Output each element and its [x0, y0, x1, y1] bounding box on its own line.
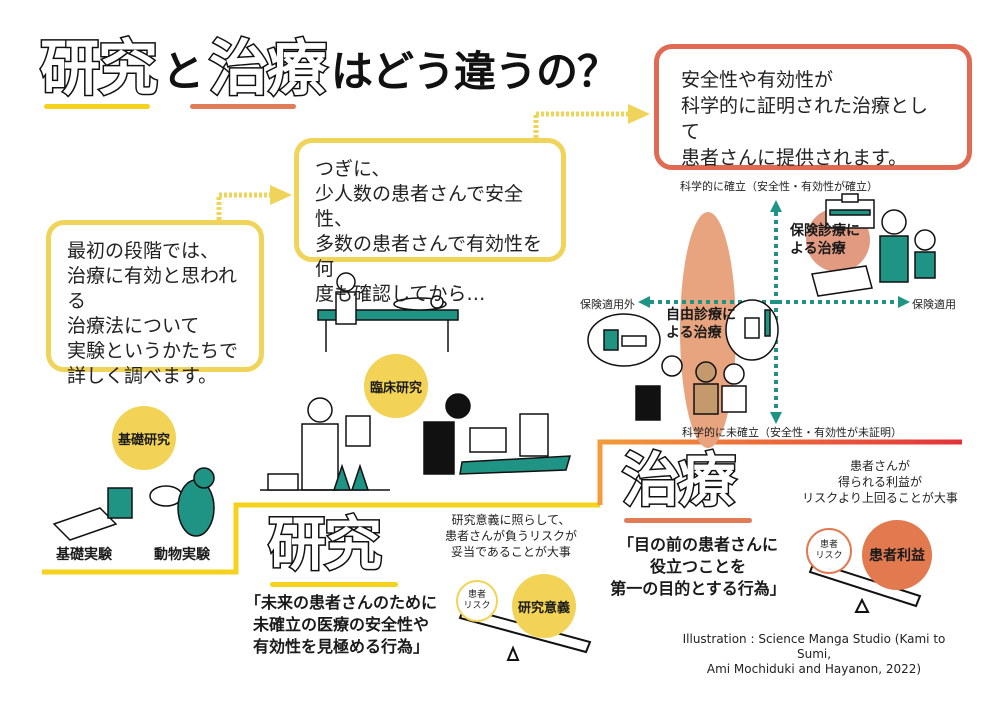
- quadrant-top-label: 科学的に確立（安全性・有効性が確立）: [680, 180, 878, 193]
- treatment-note: 患者さんが 得られる利益が リスクより上回ることが大事: [802, 459, 958, 505]
- clinical-exam-illustration: [317, 272, 459, 352]
- animal-experiment-label: 動物実験: [154, 547, 210, 563]
- research-stair-line: [42, 502, 600, 575]
- step-box-3: 安全性や有効性が 科学的に証明された治療として 患者さんに提供されます。: [654, 44, 972, 170]
- research-note: 研究意義に照らして、 患者さんが負うリスクが 妥当であることが大事: [444, 513, 577, 559]
- patient-benefit-circle: 患者利益: [862, 520, 932, 590]
- family-illustration: [879, 209, 936, 283]
- quadrant-axes: [650, 212, 898, 412]
- basic-research-badge: 基礎研究: [112, 406, 176, 470]
- connector-arrow-1: [216, 185, 292, 220]
- quadrant-right-label: 保険適用: [912, 298, 956, 311]
- treatment-risk-label: 患者 リスク: [815, 540, 843, 561]
- page-title: 研究 と 治療 はどう違うの？: [39, 33, 620, 106]
- quadrant-arrowheads: [638, 200, 910, 424]
- research-definition: 「未来の患者さんのために 未確立の医療の安全性や 有効性を見極める行為」: [244, 593, 437, 656]
- step-box-1: 最初の段階では、 治療に有効と思われる 治療法について 実験というかたちで 詳し…: [46, 220, 264, 387]
- clinical-research-badge: 臨床研究: [364, 354, 428, 418]
- treatment-risk-circle: 患者 リスク: [806, 528, 852, 574]
- research-significance-label: 研究意義: [517, 600, 570, 616]
- treatment-definition: 「目の前の患者さんに 役立つことを 第一の目的とする行為」: [610, 535, 786, 598]
- illustration-credit: Illustration : Science Manga Studio (Kam…: [682, 632, 946, 676]
- title-treatment-underline: [190, 104, 296, 109]
- title-treatment: 治療: [208, 33, 329, 106]
- lab-plate-illustration: [52, 487, 133, 541]
- quadrant-bottom-label: 科学的に未確立（安全性・有効性が未証明）: [682, 426, 902, 439]
- free-care-label: 自由診療に よる治療: [666, 307, 736, 341]
- data-analyst-illustration: [423, 393, 572, 475]
- treatment-stair-line: [597, 439, 962, 505]
- title-research: 研究: [39, 33, 160, 106]
- basic-research-label: 基礎研究: [117, 432, 170, 448]
- doctor-patient-illustration: [635, 355, 747, 421]
- scientist-illustration: [260, 397, 390, 491]
- quadrant-left-label: 保険適用外: [580, 298, 635, 311]
- patient-benefit-label: 患者利益: [869, 548, 925, 564]
- connector-arrow-2: [533, 104, 650, 138]
- title-research-underline: [44, 104, 150, 109]
- treatment-heading: 治療: [620, 446, 737, 514]
- research-heading: 研究: [266, 510, 383, 578]
- title-rest: はどう違うの？: [331, 47, 619, 96]
- medicine-bubble-illustration: [587, 299, 779, 367]
- step-box-2: つぎに、 少人数の患者さんで安全性、 多数の患者さんで有効性を何 度も確認してか…: [294, 138, 566, 305]
- title-connector: と: [162, 47, 204, 96]
- hospital-illustration: [825, 193, 875, 229]
- insurance-card-illustration: [811, 265, 873, 297]
- treatment-heading-underline: [624, 518, 752, 523]
- research-risk-circle: 患者 リスク: [456, 580, 498, 622]
- research-heading-underline: [270, 582, 398, 587]
- research-significance-circle: 研究意義: [512, 574, 576, 638]
- research-risk-label: 患者 リスク: [463, 590, 491, 611]
- animal-illustration: [149, 467, 215, 537]
- basic-experiment-label: 基礎実験: [56, 547, 112, 563]
- insured-care-label: 保険診療に よる治療: [790, 223, 860, 257]
- clinical-research-label: 臨床研究: [369, 380, 422, 396]
